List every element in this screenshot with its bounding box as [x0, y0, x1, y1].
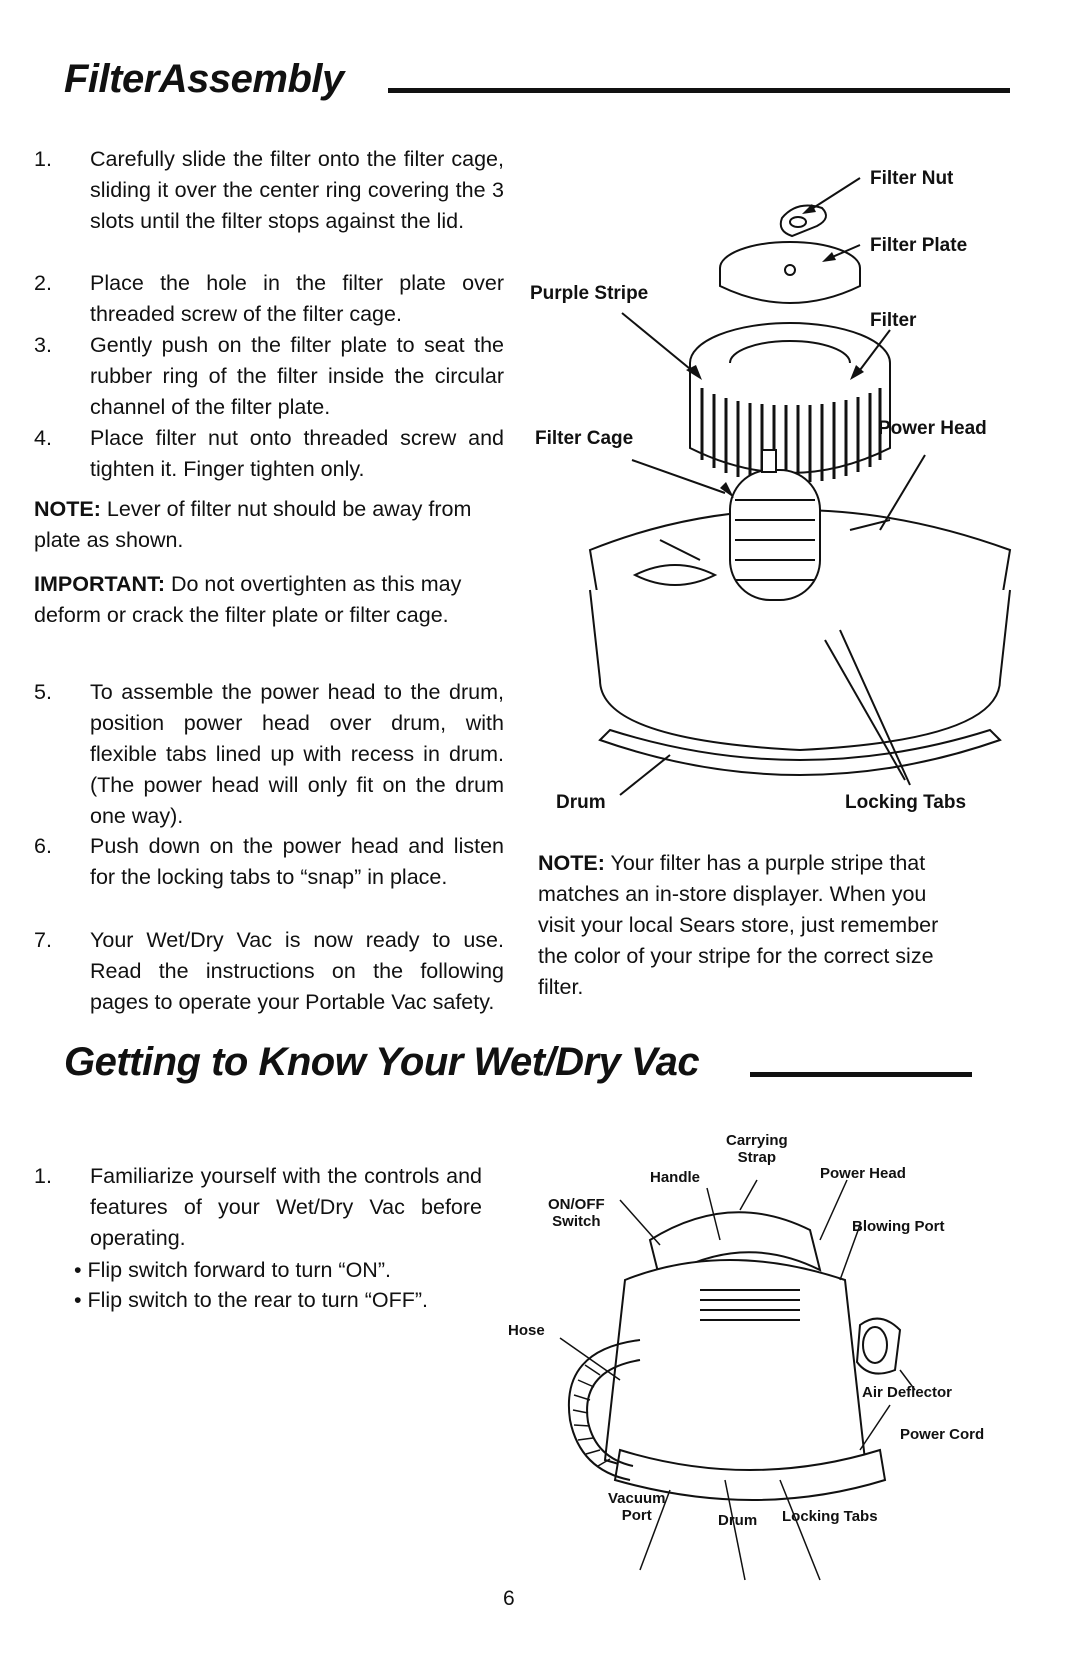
label-port: Port	[621, 1507, 652, 1524]
step-number: 7.	[34, 928, 52, 952]
label-handle: Handle	[650, 1169, 701, 1186]
step-text: Push down on the power head and listen f…	[90, 834, 504, 889]
vac-hose	[567, 1339, 641, 1481]
vac-body	[603, 1259, 867, 1481]
note-text: Lever of filter nut should be away from …	[34, 497, 472, 552]
step-number: 3.	[34, 333, 52, 357]
step-text: Carefully slide the filter onto the filt…	[90, 147, 504, 233]
filter-pleats	[700, 388, 882, 483]
step-text: Place filter nut onto threaded screw and…	[90, 426, 504, 481]
section-title-getting-to-know: Getting to Know Your Wet/Dry Vac	[64, 1040, 700, 1084]
leader-lines	[619, 177, 926, 796]
step-number: 6.	[34, 834, 52, 858]
filter-plate-rim	[719, 268, 861, 304]
bullet-off: • Flip switch to the rear to turn “OFF”.	[74, 1285, 494, 1316]
step-text: Gently push on the filter plate to seat …	[90, 333, 504, 419]
step-2: 2. Place the hole in the filter plate ov…	[34, 268, 504, 330]
arrow-filter-nut	[802, 204, 816, 214]
step-number: 4.	[34, 426, 52, 450]
side-note: NOTE: Your filter has a purple stripe th…	[538, 848, 958, 1003]
label-vacuum-port: Vacuum Port	[608, 1490, 666, 1524]
filter-nut-hole	[789, 216, 807, 228]
hose-ribs	[572, 1364, 611, 1467]
label-on-off: ON/OFF	[548, 1196, 605, 1213]
label-filter: Filter	[870, 310, 917, 331]
page-number: 6	[503, 1587, 515, 1610]
label-on-off-switch: ON/OFF Switch	[548, 1196, 605, 1230]
filter-plate-center	[784, 264, 796, 276]
label-carrying-strap: Carrying Strap	[726, 1132, 788, 1166]
label-locking-tabs: Locking Tabs	[845, 792, 967, 813]
label-filter-plate: Filter Plate	[870, 235, 968, 256]
leader-lines-2	[559, 1179, 916, 1581]
filter-body	[689, 363, 891, 474]
arrow-purple-stripe	[686, 365, 702, 380]
label-power-head-2: Power Head	[820, 1165, 906, 1182]
section-title-filter-assembly: FilterAssembly	[64, 57, 344, 101]
label-blowing-port: Blowing Port	[852, 1218, 945, 1235]
important-label: IMPORTANT:	[34, 572, 165, 596]
label-hose: Hose	[508, 1322, 545, 1339]
label-filter-cage: Filter Cage	[535, 428, 634, 449]
vac-base	[613, 1448, 887, 1501]
filter-cage-screw	[761, 449, 777, 473]
label-drum: Drum	[556, 792, 606, 813]
bullet-on: • Flip switch forward to turn “ON”.	[74, 1255, 494, 1286]
label-locking-tabs-2: Locking Tabs	[782, 1508, 878, 1525]
arrow-filter-cage	[720, 482, 734, 498]
important-text: Do not overtighten as this may deform or…	[34, 572, 462, 627]
step-number: 2.	[34, 271, 52, 295]
title-rule-2	[750, 1072, 972, 1077]
label-power-head: Power Head	[878, 418, 987, 439]
label-power-cord: Power Cord	[900, 1426, 985, 1443]
step-5: 5. To assemble the power head to the dru…	[34, 677, 504, 832]
label-purple-stripe: Purple Stripe	[530, 283, 649, 304]
section2-step-1: 1. Familiarize yourself with the control…	[34, 1161, 482, 1254]
vac-vents	[700, 1289, 800, 1321]
note: NOTE: Lever of filter nut should be away…	[34, 494, 504, 556]
side-note-text: Your filter has a purple stripe that mat…	[538, 851, 939, 999]
bullet-text: • Flip switch forward to turn “ON”.	[74, 1258, 391, 1282]
label-drum-2: Drum	[718, 1512, 758, 1529]
filter-assembly-illustration	[588, 177, 1012, 796]
arrow-filter-plate	[822, 252, 836, 262]
step-text: Your Wet/Dry Vac is now ready to use. Re…	[90, 928, 504, 1014]
step-7: 7. Your Wet/Dry Vac is now ready to use.…	[34, 925, 504, 1018]
blowing-port-shape	[862, 1326, 888, 1364]
label-switch: Switch	[552, 1213, 601, 1230]
step-3: 3. Gently push on the filter plate to se…	[34, 330, 504, 423]
drum-shape	[589, 589, 1011, 752]
wet-dry-vac-illustration	[559, 1179, 916, 1581]
filter-cage-rings	[735, 499, 815, 581]
bullet-text: • Flip switch to the rear to turn “OFF”.	[74, 1288, 429, 1312]
step-1: 1. Carefully slide the filter onto the f…	[34, 144, 504, 237]
step-number: 1.	[34, 147, 52, 171]
step-text: Place the hole in the filter plate over …	[90, 271, 504, 326]
step-text: Familiarize yourself with the controls a…	[90, 1164, 482, 1250]
note-label: NOTE:	[34, 497, 101, 521]
step-4: 4. Place filter nut onto threaded screw …	[34, 423, 504, 485]
label-filter-nut: Filter Nut	[870, 168, 954, 189]
power-head-ports	[632, 519, 891, 586]
step-6: 6. Push down on the power head and liste…	[34, 831, 504, 893]
step-number: 5.	[34, 680, 52, 704]
label-air-deflector: Air Deflector	[862, 1384, 953, 1401]
step-number: 1.	[34, 1164, 52, 1188]
title-rule	[388, 88, 1010, 93]
step-text: To assemble the power head to the drum, …	[90, 680, 504, 828]
label-carrying: Carrying	[726, 1132, 788, 1149]
arrow-filter	[850, 365, 864, 380]
label-strap: Strap	[737, 1149, 777, 1166]
side-note-label: NOTE:	[538, 851, 605, 875]
label-vacuum: Vacuum	[608, 1490, 666, 1507]
important-note: IMPORTANT: Do not overtighten as this ma…	[34, 569, 504, 631]
